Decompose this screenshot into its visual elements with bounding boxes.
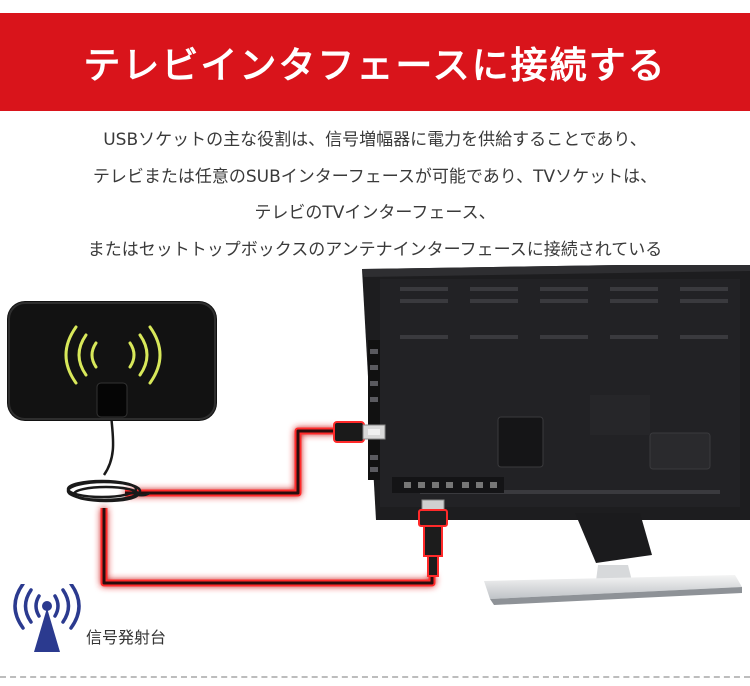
title-banner: テレビインタフェースに接続する: [0, 13, 750, 111]
tv-stand: [484, 513, 742, 605]
dashed-divider: [0, 676, 750, 678]
highlighted-cables: [100, 427, 436, 587]
tower-label: 信号発射台: [86, 628, 167, 647]
description-line: テレビのTVインターフェース、: [254, 203, 496, 223]
page-title: テレビインタフェースに接続する: [83, 44, 667, 87]
connection-illustration: [7, 265, 750, 605]
description-line: テレビまたは任意のSUBインターフェースが可能であり、TVソケットは、: [92, 166, 658, 187]
cable-coil: [66, 412, 151, 503]
signal-waves-icon: [64, 325, 162, 385]
broadcast-tower-icon: [13, 584, 81, 652]
coax-plug-icon: [418, 499, 448, 577]
tv-back-panel-icon: [362, 265, 750, 520]
usb-plug-icon: [333, 421, 386, 443]
description-line: またはセットトップボックスのアンテナインターフェースに接続されている: [87, 239, 663, 260]
description-block: USBソケットの主な役割は、信号増幅器に電力を供給することであり、 テレビまたは…: [0, 122, 750, 268]
description-line: USBソケットの主な役割は、信号増幅器に電力を供給することであり、: [103, 130, 647, 150]
flat-antenna: [7, 301, 217, 421]
